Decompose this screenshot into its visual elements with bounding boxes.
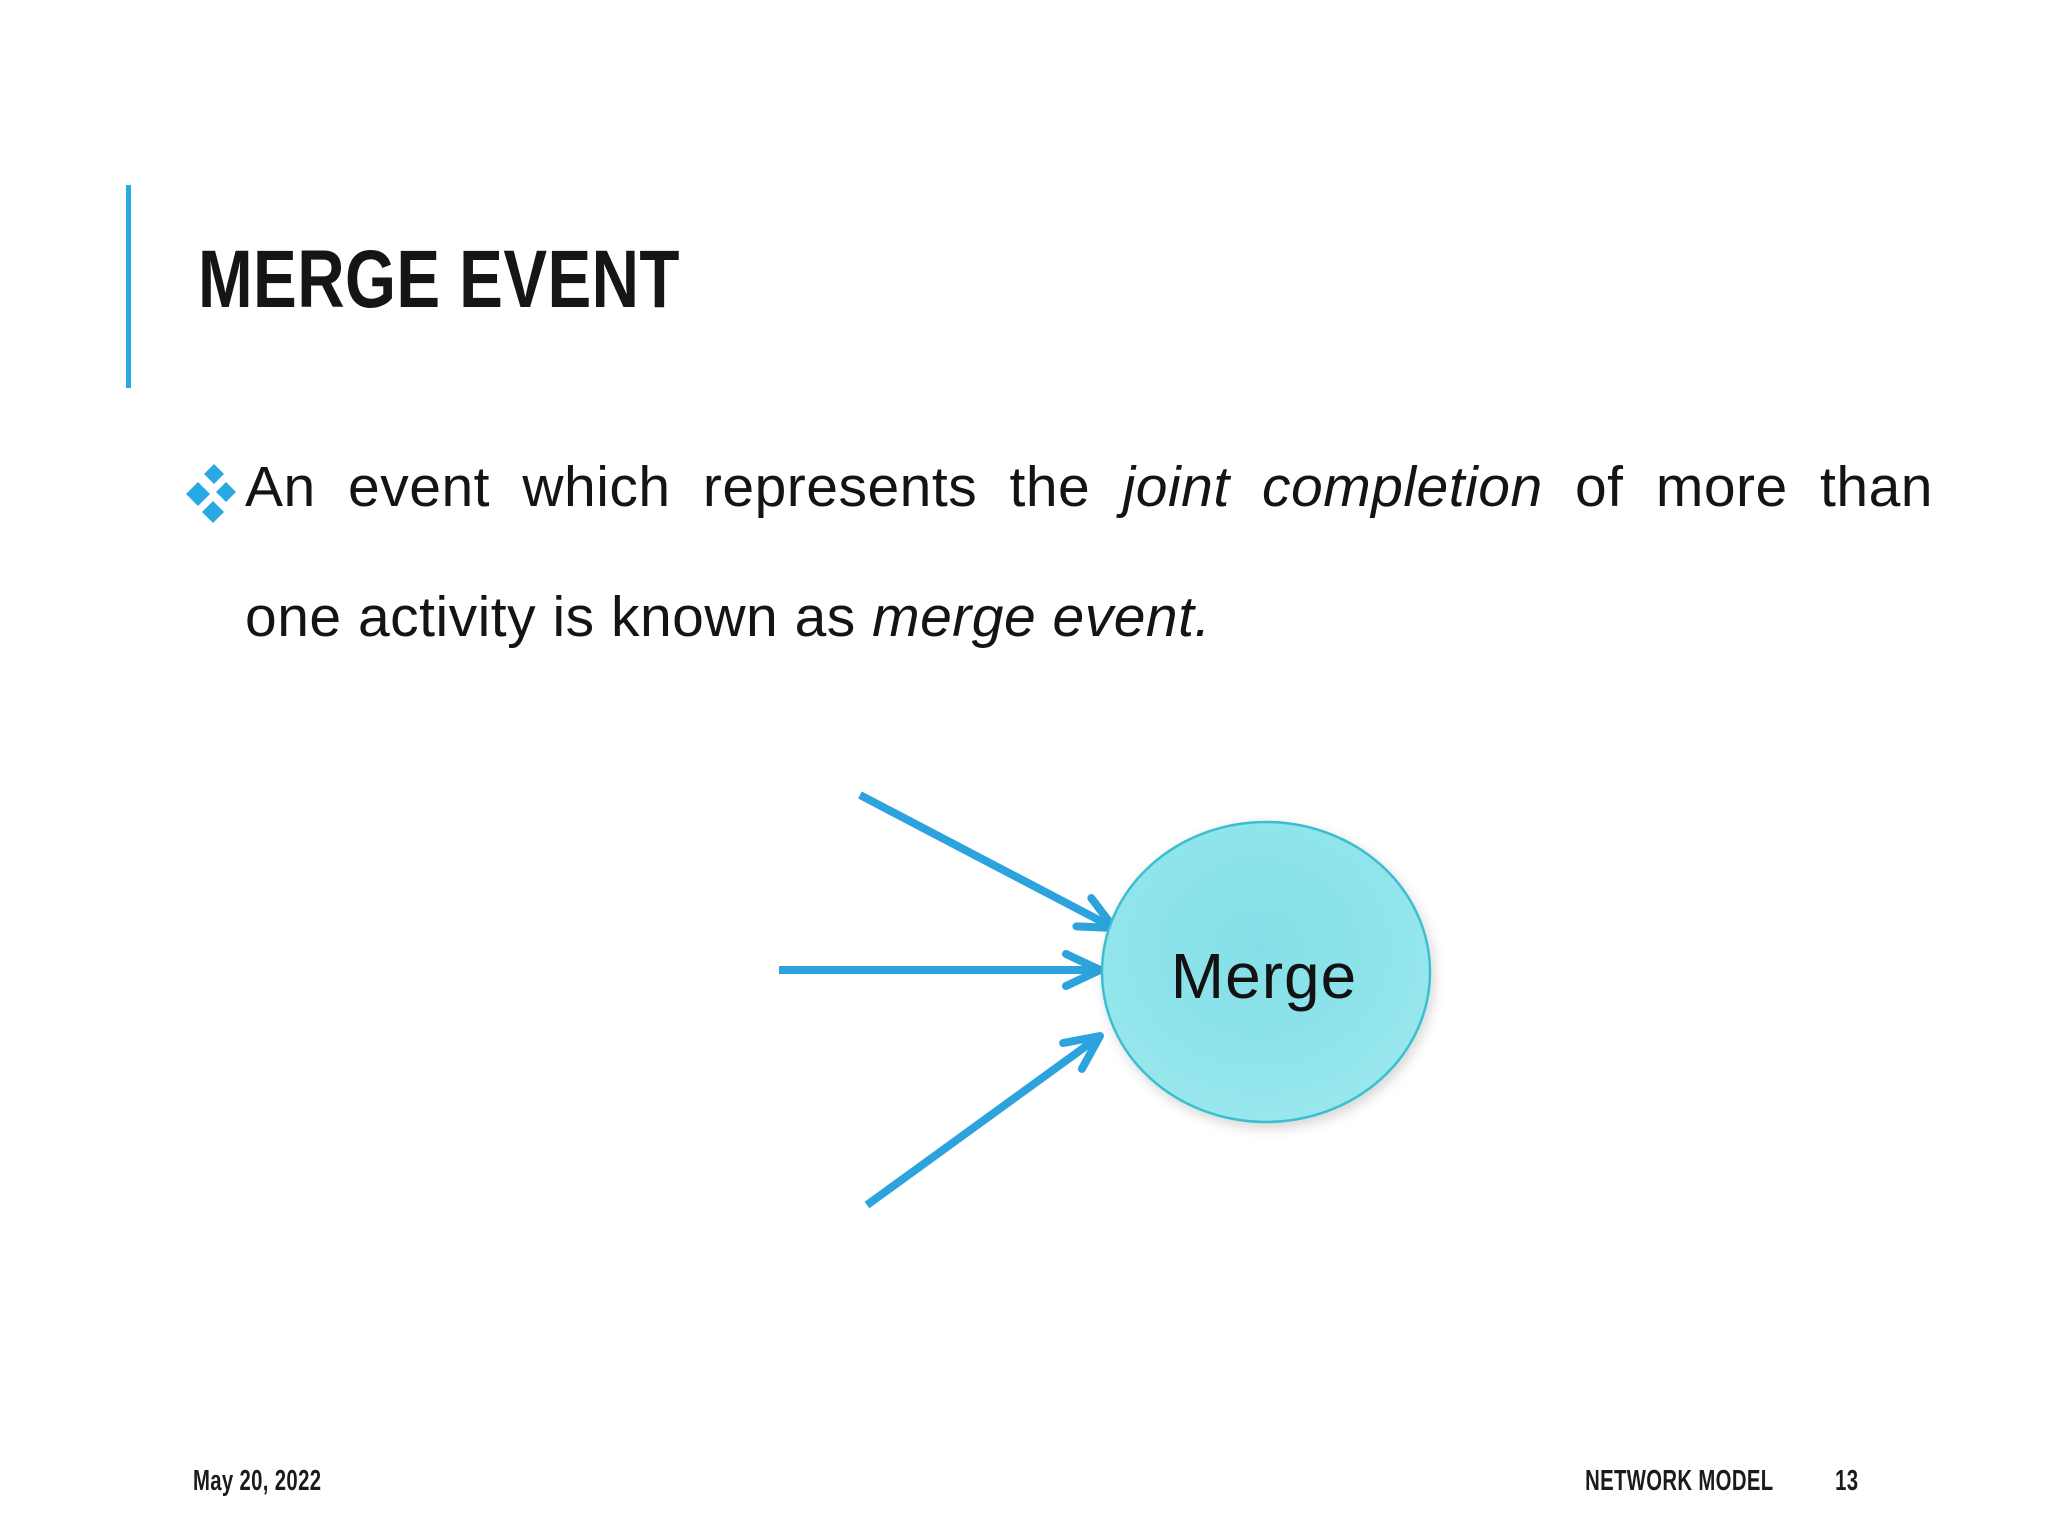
title-accent-bar	[126, 185, 131, 388]
bullet-paragraph: An event which represents the joint comp…	[245, 422, 1933, 682]
bullet-line-1: An event which represents the joint comp…	[245, 422, 1933, 552]
bullet-line1-italic: joint completion	[1122, 455, 1543, 519]
footer-date-text: May 20, 2022	[193, 1465, 322, 1497]
page-number: 13	[1834, 1465, 1858, 1497]
diamond-bullet-icon	[186, 461, 236, 525]
incoming-arrow-bottom	[864, 1032, 1104, 1209]
footer-course-title: NETWORK MODEL	[1584, 1465, 1774, 1497]
merge-node-label: Merge	[1171, 940, 1357, 1012]
bullet-line2-text: one activity is known as	[245, 585, 873, 649]
bullet-line2-italic: merge event.	[872, 585, 1211, 649]
bullet-line1-text: An event which represents the	[245, 455, 1123, 519]
incoming-arrow-top	[858, 791, 1118, 932]
bullet-line1-end: of more than	[1542, 455, 1933, 519]
page-title: MERGE EVENT	[198, 239, 800, 321]
bullet-line-2: one activity is known as merge event.	[245, 552, 1933, 682]
footer-course-and-page: NETWORK MODEL 13	[1585, 1465, 1858, 1498]
footer-date: May 20, 2022	[193, 1465, 376, 1498]
page-title-text: MERGE EVENT	[198, 234, 680, 325]
footer-right: NETWORK MODEL 13	[1468, 1465, 1858, 1498]
merge-event-node	[1100, 820, 1432, 1124]
